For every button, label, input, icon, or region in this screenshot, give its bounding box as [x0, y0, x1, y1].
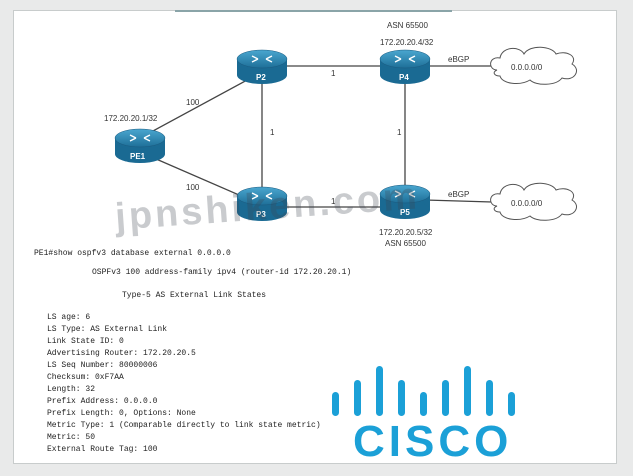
ebgp-top-label: eBGP	[448, 55, 470, 64]
asn-bottom-label: ASN 65500	[385, 239, 426, 248]
cost-p4-p5: 1	[397, 128, 402, 137]
p4-address-label: 172.20.20.4/32	[380, 38, 434, 47]
lsa-field: Length: 32	[47, 385, 96, 394]
output-header-2: Type-5 AS External Link States	[122, 291, 267, 300]
cloud-top-prefix: 0.0.0.0/0	[511, 63, 543, 72]
lsa-field: Advertising Router: 172.20.20.5	[47, 349, 196, 358]
lsa-field: LS age: 6	[47, 313, 91, 322]
lsa-field: Link State ID: 0	[47, 337, 124, 346]
cost-p2-p3: 1	[270, 128, 275, 137]
lsa-field: Checksum: 0xF7AA	[47, 373, 124, 382]
cisco-logo-bars	[332, 366, 515, 416]
cisco-logo-word: CISCO	[353, 417, 513, 466]
output-header-1: OSPFv3 100 address-family ipv4 (router-i…	[92, 268, 352, 277]
ebgp-bottom-label: eBGP	[448, 190, 470, 199]
command-line: PE1#show ospfv3 database external 0.0.0.…	[34, 249, 231, 258]
router-label-pe1: PE1	[130, 152, 146, 161]
link-pe1-p2	[139, 71, 263, 139]
cloud-bottom-prefix: 0.0.0.0/0	[511, 199, 543, 208]
lsa-field: LS Type: AS External Link	[47, 325, 168, 334]
asn-top-label: ASN 65500	[387, 21, 428, 30]
link-p5-cloud	[424, 199, 493, 203]
router-p4-icon	[379, 49, 431, 84]
cloud-bottom	[490, 182, 577, 221]
cost-p3-p5: 1	[331, 197, 336, 206]
lsa-field: Metric: 50	[47, 433, 96, 442]
router-pe1-icon	[114, 128, 166, 163]
router-label-p2: P2	[256, 73, 266, 82]
pe1-address-label: 172.20.20.1/32	[104, 114, 158, 123]
top-accent-bar	[175, 0, 452, 12]
lsa-field: Metric Type: 1 (Comparable directly to l…	[47, 421, 321, 430]
cloud-top	[490, 46, 577, 85]
cost-pe1-p2: 100	[186, 98, 200, 107]
p5-address-label: 172.20.20.5/32	[379, 228, 433, 237]
lsa-field: LS Seq Number: 80000006	[47, 361, 158, 370]
router-label-p3: P3	[256, 210, 266, 219]
router-label-p5: P5	[400, 208, 410, 217]
router-p5-icon	[379, 184, 431, 219]
figure-frame	[13, 10, 617, 464]
lsa-field: External Route Tag: 100	[47, 445, 158, 454]
lsa-field: Prefix Address: 0.0.0.0	[47, 397, 158, 406]
router-p3-icon	[236, 186, 288, 221]
cost-p2-p4: 1	[331, 69, 336, 78]
router-label-p4: P4	[399, 73, 409, 82]
cost-pe1-p3: 100	[186, 183, 200, 192]
router-p2-icon	[236, 49, 288, 84]
lsa-field: Prefix Length: 0, Options: None	[47, 409, 196, 418]
